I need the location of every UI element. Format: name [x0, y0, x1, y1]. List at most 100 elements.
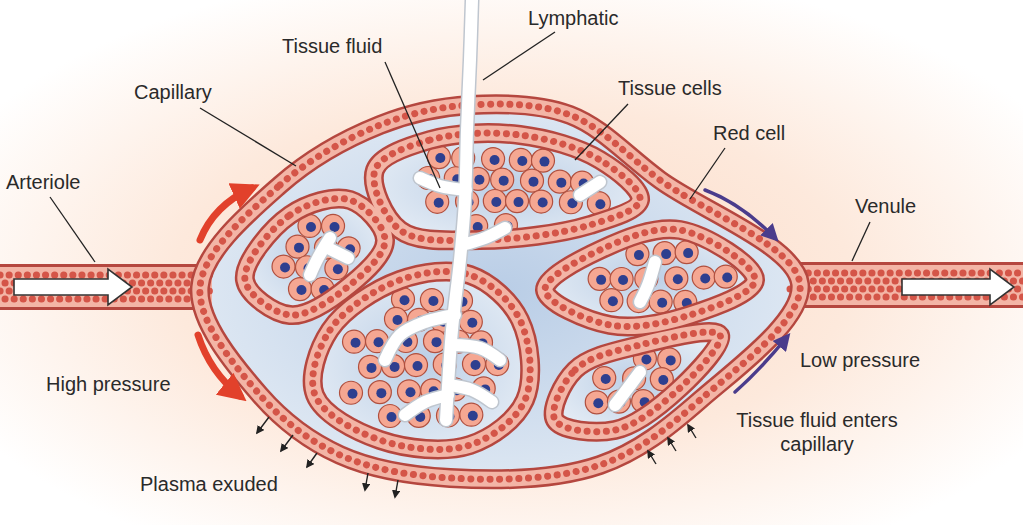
lymphatic-vessels	[310, 0, 655, 420]
lymphatic-vessel	[640, 262, 655, 302]
callout-label: Low pressure	[800, 348, 920, 372]
tissue-cell	[343, 330, 366, 353]
tissue-cell	[506, 190, 529, 213]
lymphatic-vessel	[452, 345, 500, 360]
capillary-vessel	[554, 332, 721, 432]
seepage-arrows	[257, 417, 696, 497]
vessel-lumen	[0, 267, 212, 307]
cell-nucleus	[658, 375, 668, 385]
cell-nucleus	[434, 198, 444, 208]
cell-body	[340, 381, 363, 404]
cell-body	[530, 190, 553, 213]
flow-arrow	[200, 188, 252, 240]
lymphatic-edge	[615, 372, 640, 405]
cell-body	[649, 290, 672, 313]
cell-body	[420, 289, 443, 312]
lymphatic-vessel	[446, 0, 472, 420]
tissue-fluid	[200, 104, 800, 479]
cell-nucleus	[556, 178, 566, 188]
cell-body	[588, 267, 611, 290]
leader-line	[852, 222, 870, 261]
cell-nucleus	[333, 264, 343, 274]
cell-nucleus	[514, 197, 524, 207]
capillary-vessel	[554, 332, 721, 432]
callout-label: Capillary	[134, 80, 212, 104]
cell-body	[610, 267, 633, 290]
cell-nucleus	[538, 198, 548, 208]
lymphatic-edge	[420, 178, 466, 190]
cell-nucleus	[431, 337, 441, 347]
cell-nucleus	[490, 155, 500, 165]
cell-nucleus	[376, 388, 386, 398]
leader-line	[385, 62, 440, 188]
seepage-arrow	[365, 473, 368, 490]
cell-nucleus	[700, 274, 710, 284]
cell-nucleus	[517, 156, 527, 166]
lymphatic-vessel	[420, 178, 466, 190]
tissue-cell	[509, 148, 532, 171]
callout-label: Venule	[855, 194, 916, 218]
cell-nucleus	[348, 389, 358, 399]
lymphatic-vessel	[405, 395, 448, 415]
lymphatic-edge	[452, 345, 500, 360]
cell-nucleus	[428, 296, 438, 306]
seepage-arrow	[307, 453, 317, 467]
capillary-bed	[0, 0, 1023, 479]
red-cells	[790, 270, 1023, 277]
capillary-vessel	[545, 229, 755, 326]
tissue-cell	[692, 266, 715, 289]
cell-nucleus	[296, 285, 306, 295]
tissue-cell	[585, 391, 608, 414]
cell-nucleus	[491, 197, 501, 207]
seepage-arrow	[257, 417, 269, 433]
lymphatic-edge	[328, 248, 348, 258]
callout-label: Red cell	[713, 121, 785, 145]
cell-nucleus	[593, 398, 603, 408]
direction-arrow	[902, 269, 1014, 305]
cell-body	[460, 403, 483, 426]
cell-nucleus	[499, 176, 509, 186]
callout-label: Tissue cells	[618, 76, 722, 100]
cell-nucleus	[666, 355, 676, 365]
cell-body	[506, 190, 529, 213]
cell-nucleus	[306, 222, 316, 232]
tissue-cell	[588, 267, 611, 290]
leader-lines	[50, 32, 870, 262]
cell-nucleus	[528, 177, 538, 187]
cell-body	[343, 330, 366, 353]
tissue-cell	[593, 367, 616, 390]
cell-body	[714, 265, 737, 288]
lymphatic-edge	[580, 182, 600, 195]
cell-nucleus	[467, 318, 477, 328]
cell-nucleus	[601, 374, 611, 384]
tissue-cell	[459, 310, 482, 333]
cell-nucleus	[387, 412, 397, 422]
cell-body	[286, 235, 309, 258]
cell-body	[692, 266, 715, 289]
lymphatic-vessel	[615, 372, 640, 405]
capillary-vessel	[545, 229, 755, 326]
tissue-cell	[286, 235, 309, 258]
tissue-cell	[530, 190, 553, 213]
cell-nucleus	[595, 199, 605, 209]
lymphatic-vessel	[580, 182, 600, 195]
cell-nucleus	[400, 295, 410, 305]
tissue-cell	[340, 381, 363, 404]
cell-nucleus	[657, 298, 667, 308]
seepage-arrow	[648, 451, 656, 464]
leader-line	[690, 148, 725, 199]
tissue-cell	[649, 290, 672, 313]
cell-body	[509, 148, 532, 171]
tissue-cell	[405, 354, 428, 377]
cell-body	[520, 169, 543, 192]
tissue-region	[545, 229, 755, 326]
lymphatic-vessel	[462, 228, 505, 245]
tissue-cell	[368, 381, 391, 404]
flow-arrows	[14, 188, 1014, 396]
flow-arrow	[735, 337, 787, 392]
cell-nucleus	[641, 354, 651, 364]
direction-arrow	[14, 269, 132, 305]
leader-line	[50, 197, 95, 262]
tissue-cell	[491, 168, 514, 191]
callout-label: Plasma exuded	[140, 472, 278, 496]
